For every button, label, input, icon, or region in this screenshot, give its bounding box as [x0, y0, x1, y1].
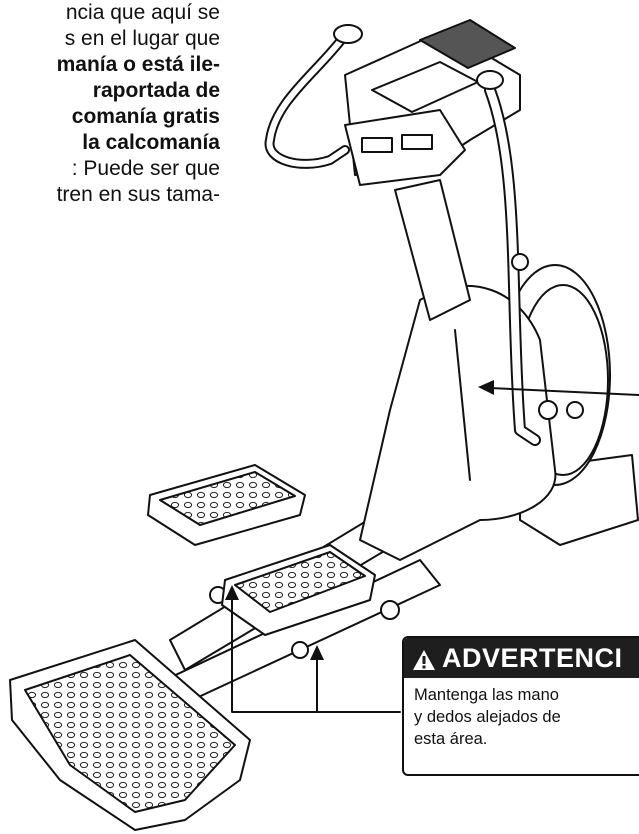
- arrow-line: [489, 387, 639, 396]
- intro-line: la calcomanía: [82, 131, 220, 154]
- warning-line: esta área.: [414, 730, 488, 748]
- warning-triangle-icon: [412, 647, 436, 670]
- warning-title: ADVERTENCI: [442, 642, 623, 673]
- intro-line: raportada de: [92, 79, 220, 102]
- upright-body: [359, 284, 557, 561]
- intro-text: ncia que aquí se s en el lugar que manía…: [0, 0, 220, 208]
- warning-line: Mantenga las mano: [414, 686, 559, 704]
- left-handlebar: [264, 30, 350, 169]
- warning-header: ADVERTENCI: [404, 638, 639, 678]
- warning-line: y dedos alejados de: [414, 708, 561, 726]
- intro-line: tren en sus tama-: [56, 183, 220, 206]
- intro-line: ncia que aquí se: [65, 1, 220, 24]
- warning-label: ADVERTENCI Mantenga las mano y dedos ale…: [402, 636, 639, 776]
- warning-body: Mantenga las mano y dedos alejados de es…: [404, 678, 639, 750]
- intro-line: : Puede ser que: [71, 157, 220, 180]
- intro-line: manía o está ile-: [56, 53, 220, 76]
- console-lower: [344, 109, 466, 186]
- mast: [394, 179, 471, 321]
- intro-line: s en el lugar que: [64, 27, 220, 50]
- arrow-line: [231, 594, 401, 713]
- intro-line: comanía gratis: [71, 105, 220, 128]
